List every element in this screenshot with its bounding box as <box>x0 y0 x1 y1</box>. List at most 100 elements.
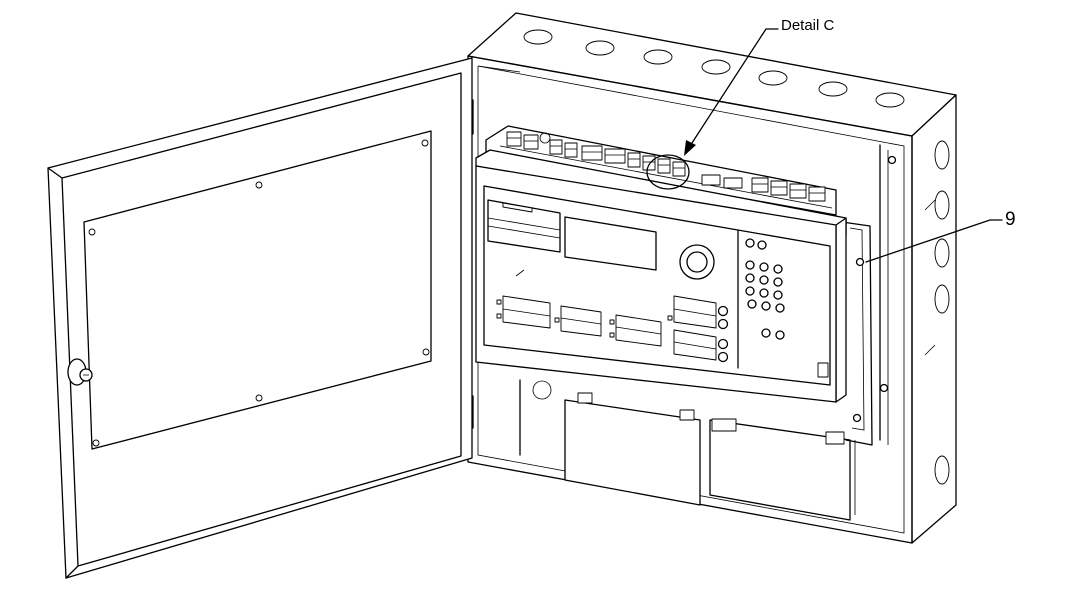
fold-mark <box>924 344 936 356</box>
knockout <box>934 455 950 485</box>
key-button[interactable] <box>761 328 771 338</box>
zone-led <box>609 332 615 338</box>
item-callout <box>865 219 1003 263</box>
door-screws <box>88 139 430 447</box>
indicator-button[interactable] <box>717 305 729 317</box>
keypad <box>745 238 785 340</box>
navigation-dial <box>679 244 715 280</box>
panel-mark <box>515 269 525 277</box>
key-button[interactable] <box>775 303 785 313</box>
knockout <box>934 190 950 220</box>
zone-card <box>502 295 551 329</box>
label-window <box>487 199 561 253</box>
panel-front-inset <box>483 185 831 386</box>
terminal-block <box>627 152 641 168</box>
key-button[interactable] <box>775 330 785 340</box>
indicator-button[interactable] <box>717 318 729 330</box>
terminal-block <box>770 180 788 196</box>
zone-led <box>667 315 673 321</box>
door-screw <box>92 439 100 447</box>
detail-callout <box>646 28 779 190</box>
mounting-screw <box>879 383 889 393</box>
cable-grommet <box>532 380 552 400</box>
knockout <box>818 81 848 97</box>
key-button[interactable] <box>745 273 755 283</box>
key-button[interactable] <box>757 240 767 250</box>
key-button[interactable] <box>759 275 769 285</box>
terminal-block <box>642 155 656 171</box>
door <box>47 57 473 579</box>
knockout <box>875 92 905 108</box>
mounting-screw <box>855 257 865 267</box>
door-screw <box>422 348 430 356</box>
detail-circle <box>646 154 690 190</box>
cabinet-inner-edge <box>477 65 521 73</box>
indicator-button[interactable] <box>717 338 729 350</box>
key-button[interactable] <box>759 262 769 272</box>
zone-led <box>554 317 560 323</box>
bracket-slot <box>849 227 865 431</box>
key-button[interactable] <box>745 238 755 248</box>
knockout <box>934 140 950 170</box>
key-button[interactable] <box>745 286 755 296</box>
terminal-block <box>672 161 686 177</box>
key-button[interactable] <box>747 299 757 309</box>
cabinet-right-face <box>911 94 957 544</box>
mounting-screw <box>887 155 897 165</box>
battery-left <box>564 399 701 506</box>
key-button[interactable] <box>745 260 755 270</box>
door-lock <box>67 358 93 386</box>
knockout <box>934 238 950 268</box>
zone-card-line <box>673 341 717 350</box>
zone-led <box>496 313 502 319</box>
indicator-button[interactable] <box>717 351 729 363</box>
lcd-display <box>564 216 657 271</box>
door-edge <box>47 167 63 179</box>
zone-card-line <box>502 308 551 317</box>
detail-arrowhead <box>684 140 696 156</box>
knockouts-top <box>523 29 905 108</box>
key-button[interactable] <box>759 288 769 298</box>
knockout <box>701 59 731 75</box>
knockout <box>585 40 615 56</box>
item-leader-line <box>865 219 1003 263</box>
zone-card-line <box>560 317 602 325</box>
terminal-block <box>506 131 522 147</box>
battery-terminal <box>577 392 593 404</box>
knockout <box>523 29 553 45</box>
terminal-block <box>581 145 603 161</box>
key-button[interactable] <box>773 277 783 287</box>
door-screw <box>88 228 96 236</box>
key-button[interactable] <box>773 264 783 274</box>
nav-dial-inner[interactable] <box>686 251 708 273</box>
battery-terminal <box>679 409 695 421</box>
knockout <box>643 49 673 65</box>
terminal-block <box>789 183 807 199</box>
zone-led <box>496 299 502 305</box>
terminal-blocks <box>506 131 826 202</box>
zone-card <box>673 329 717 361</box>
zone-card <box>673 295 717 329</box>
logo-plate <box>502 202 533 213</box>
key-button[interactable] <box>761 301 771 311</box>
nav-dial-outer[interactable] <box>679 244 715 280</box>
door-screw <box>421 139 429 147</box>
terminal-block <box>564 142 578 158</box>
battery-compartment <box>519 379 856 521</box>
terminal-block <box>604 148 626 164</box>
panel-right-face <box>835 217 847 403</box>
zone-led <box>609 319 615 325</box>
battery-terminal <box>825 431 845 445</box>
display-area <box>487 199 657 271</box>
terminal-block <box>549 139 563 155</box>
zone-label-cards <box>496 269 729 363</box>
detail-c-label: Detail C <box>781 17 835 34</box>
zone-card-line <box>673 308 717 317</box>
mounting-bracket-right <box>841 144 897 446</box>
door-screw <box>255 394 263 402</box>
terminal-block <box>723 177 743 189</box>
key-button[interactable] <box>773 290 783 300</box>
door-flange <box>61 72 462 567</box>
terminal-block <box>523 134 539 150</box>
terminal-block <box>701 174 721 186</box>
